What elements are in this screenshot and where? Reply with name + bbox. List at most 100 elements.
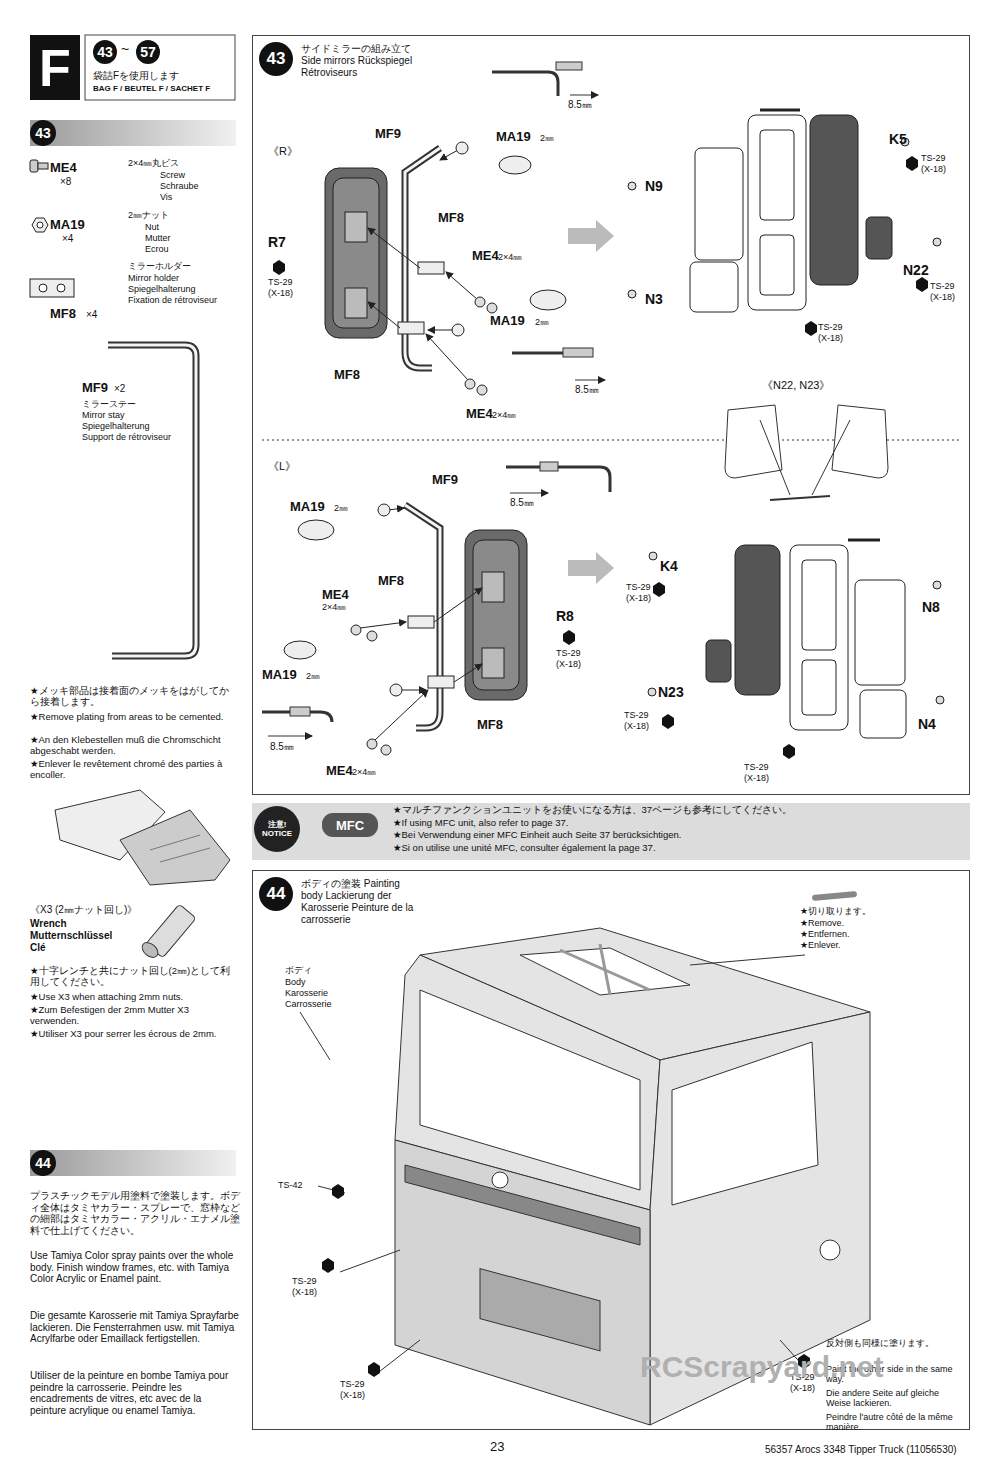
mirror-housing <box>325 168 387 338</box>
label: ×8 <box>60 176 71 188</box>
mirror-housing <box>482 572 504 602</box>
label: ★If using MFC unit, also refer to page 3… <box>393 818 568 829</box>
notice-band <box>252 803 970 860</box>
step-number: 43 <box>30 120 56 146</box>
paint-mark <box>563 630 575 645</box>
mfc-badge: MFC <box>322 813 378 837</box>
assembly-arrow <box>434 588 482 622</box>
label: ×4 <box>86 309 97 321</box>
nut <box>298 520 334 540</box>
tool-icon <box>812 891 857 901</box>
label: Clé <box>30 942 46 954</box>
label: 袋詰Fを使用します <box>93 70 179 82</box>
label: 2㎜ <box>535 317 549 327</box>
mirror-assembly <box>695 148 743 260</box>
mirror-holder <box>428 676 454 688</box>
mirror-assembly <box>735 545 780 695</box>
truck-cab-body <box>820 1240 840 1260</box>
label: ★Enlever. <box>800 940 841 950</box>
label: ★Remove. <box>800 918 844 928</box>
rod-end-detail <box>262 62 610 722</box>
screw-icon <box>38 163 48 169</box>
node-text: 43 <box>97 44 113 60</box>
label: 2㎜ <box>306 671 320 681</box>
label: N8 <box>922 599 940 615</box>
label: 8.5㎜ <box>270 741 294 753</box>
label: TS-29 <box>626 582 651 592</box>
label: MF8 <box>477 718 503 733</box>
label: (X-18) <box>268 288 293 298</box>
label: MF8 <box>438 211 464 226</box>
dimension-line <box>268 736 312 737</box>
label: 2×4㎜ <box>498 252 522 262</box>
label: 23 <box>490 1440 504 1455</box>
assembly-arrow <box>368 302 400 328</box>
label: N22 <box>903 262 929 278</box>
mirror-assembly <box>706 640 731 682</box>
label: MA19 <box>50 218 85 233</box>
n22-n23-detail <box>725 405 782 478</box>
label: MF9 <box>82 381 108 396</box>
screw-icon <box>30 160 38 172</box>
mirror-assembly <box>810 115 858 285</box>
assembly-arrow <box>454 664 482 682</box>
label: TS-29 <box>744 762 769 772</box>
label: MF8 <box>334 368 360 383</box>
leader-line <box>300 955 805 1375</box>
label: 反対側も同様に塗ります。 <box>826 1338 961 1348</box>
label: 2㎜ナット <box>128 210 169 220</box>
mirror-housing <box>345 288 367 318</box>
plating-illustration <box>150 835 210 862</box>
label: TS-29 <box>292 1276 317 1286</box>
assembly-arrow <box>360 150 482 740</box>
nut <box>390 684 402 696</box>
plating-illustration <box>120 810 230 885</box>
label: ★Entfernen. <box>800 929 850 939</box>
assembly-arrow <box>428 330 455 331</box>
mirror-housing <box>345 212 367 242</box>
notice-badge: 注意! NOTICE <box>254 806 300 852</box>
screw <box>933 238 941 246</box>
screw <box>628 182 636 190</box>
mirror-assembly <box>760 109 800 112</box>
nut-icon <box>32 218 48 232</box>
mirror-assembly <box>860 690 906 738</box>
mirror-stay-rod <box>405 148 440 368</box>
label: Schraube <box>160 181 199 191</box>
label: Mutter <box>145 233 171 243</box>
label: (X-18) <box>930 292 955 302</box>
label: K4 <box>660 558 678 574</box>
label: 2×4㎜ <box>492 410 516 420</box>
label: Karosserie <box>285 988 328 998</box>
screw <box>465 379 475 389</box>
label: TS-29 <box>818 322 843 332</box>
label: 2㎜ <box>334 503 348 513</box>
screw <box>367 631 377 641</box>
label: RCScrapyard.net <box>640 1350 883 1385</box>
step-number: 43 <box>259 42 293 76</box>
n22-n23-detail <box>770 496 830 500</box>
label: ME4 <box>472 249 499 264</box>
screw-icon <box>30 160 48 172</box>
label: ★Remove plating from areas to be cemente… <box>30 712 238 723</box>
label: ME4 <box>326 764 353 779</box>
header-frame <box>85 35 235 100</box>
step-arrow <box>568 220 614 584</box>
step-panel: サイドミラーの組み立て Side mirrors Rückspiegel Rét… <box>252 35 970 795</box>
n22-n23-detail <box>725 405 888 500</box>
screw <box>649 552 657 560</box>
screw <box>367 739 377 749</box>
label: MA19 <box>490 314 525 329</box>
label: Peindre l'autre côté de la même manière. <box>826 1412 961 1433</box>
screw <box>477 385 487 395</box>
rod-end-detail <box>540 462 558 471</box>
mirror-assembly <box>790 545 848 730</box>
mirror-assembly <box>866 217 892 259</box>
label: 2×4㎜ <box>322 602 346 612</box>
dimension-line <box>268 95 605 736</box>
label: (X-18) <box>626 593 651 603</box>
step-band <box>30 120 236 146</box>
paint-mark <box>906 156 918 171</box>
label: Wrench <box>30 918 67 930</box>
mirror-stay-rod <box>108 345 196 656</box>
